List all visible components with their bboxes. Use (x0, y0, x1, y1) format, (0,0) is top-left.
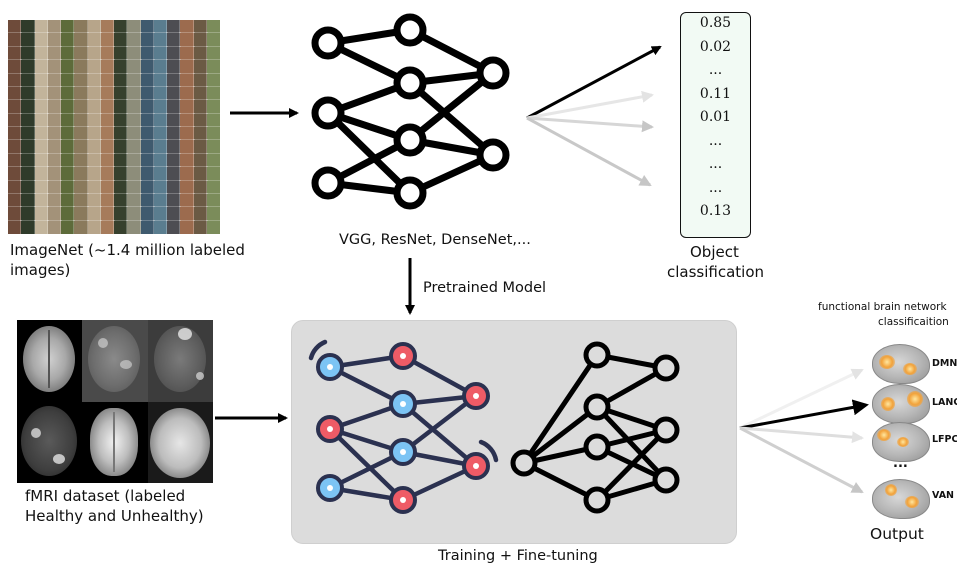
probability-value: 0.01 (699, 109, 732, 125)
probability-value: ... (708, 156, 723, 172)
output-arrows (739, 368, 869, 494)
brain-network-title-line2: classificaition (878, 316, 949, 328)
brain-lfpcn-image (872, 422, 930, 462)
object-classification-caption-line2: classification (667, 263, 765, 281)
finetune-black-network-icon (510, 341, 680, 514)
pretrained-model-arrow-label: Pretrained Model (423, 280, 547, 296)
network-label-dmn: DMN (932, 358, 957, 369)
probability-value: ... (708, 132, 723, 149)
imagenet-mosaic-image (8, 20, 220, 234)
brain-network-title-line1: functional brain network (818, 301, 947, 313)
network-label-van: VAN (932, 490, 955, 501)
fmri-slice-3 (147, 320, 213, 402)
fmri-slice-5 (82, 401, 148, 483)
fmri-caption-line2: Healthy and Unhealthy) (25, 507, 204, 525)
imagenet-caption-line2: images) (10, 261, 71, 279)
brain-lang-image (872, 384, 930, 424)
probability-value: ... (708, 62, 723, 78)
brain-dmn-image (872, 344, 930, 384)
probability-value: 0.85 (699, 15, 732, 31)
fmri-slice-4 (17, 401, 83, 483)
fmri-slice-6 (147, 401, 213, 483)
imagenet-caption-line1: ImageNet (~1.4 million labeled (10, 241, 245, 259)
classification-arrows (526, 45, 662, 187)
object-classification-caption-line1: Object (690, 243, 739, 261)
pretrained-network-icon (311, 13, 510, 210)
finetune-colored-network-icon (308, 339, 499, 514)
pretrained-models-label: VGG, ResNet, DenseNet,... (339, 232, 531, 248)
fmri-slice-2 (82, 320, 148, 402)
training-networks (308, 339, 680, 514)
network-label-lang: LANG (932, 397, 957, 408)
fmri-caption-line1: fMRI dataset (labeled (25, 487, 186, 505)
network-label-lfpcn: LFPCN (932, 434, 957, 445)
network-ellipsis: ... (893, 456, 908, 471)
probability-value: 0.11 (699, 85, 732, 102)
probability-vector-box: 0.85 0.02... 0.11 0.01......... 0.13 (680, 12, 751, 238)
output-label: Output (870, 525, 924, 543)
training-caption: Training + Fine-tuning (438, 548, 598, 564)
probability-value: ... (708, 179, 723, 196)
fmri-dataset-image (17, 320, 213, 483)
fmri-slice-1 (17, 320, 82, 402)
probability-value: 0.02 (699, 38, 732, 55)
probability-value: 0.13 (699, 203, 732, 219)
brain-van-image (872, 479, 930, 519)
